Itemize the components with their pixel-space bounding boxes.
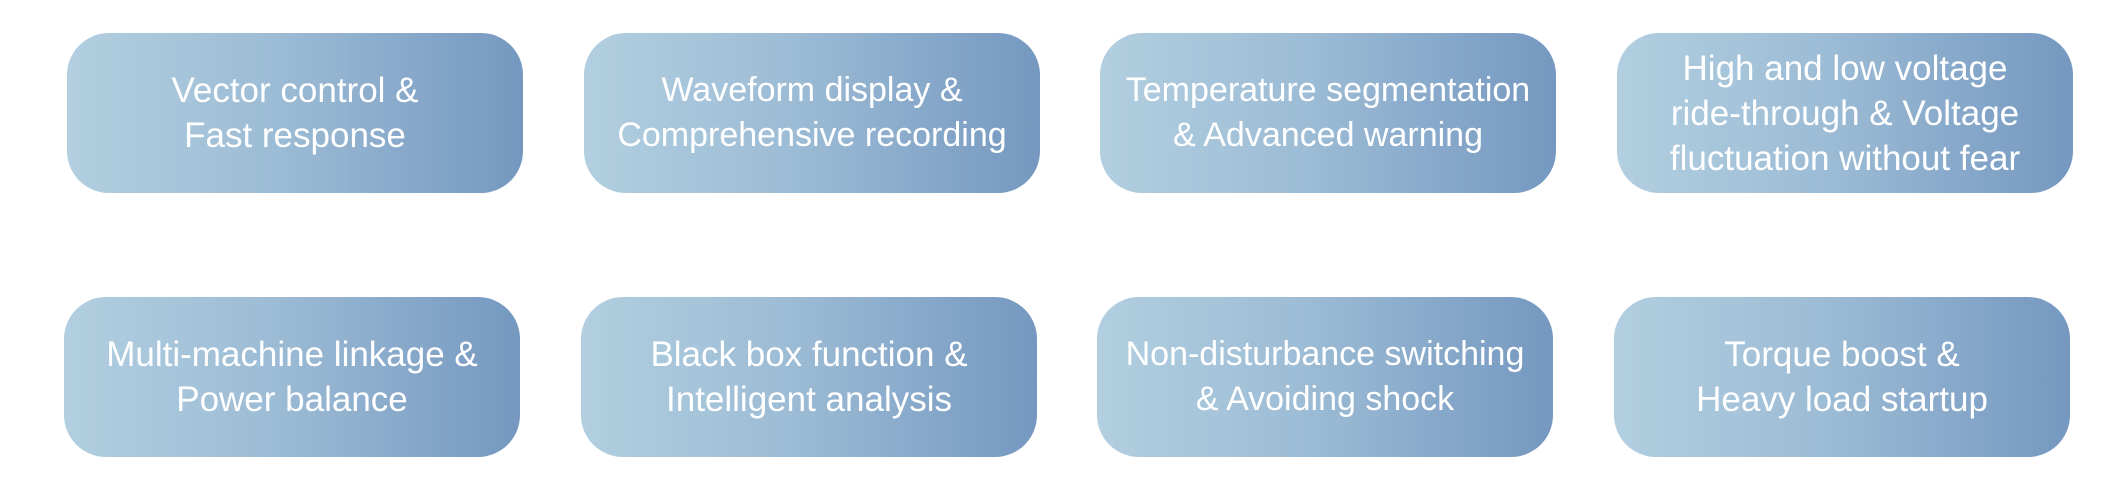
feature-card-temperature-segmentation: Temperature segmentation & Advanced warn… (1100, 33, 1556, 193)
feature-card-label: Temperature segmentation & Advanced warn… (1125, 71, 1531, 154)
feature-card-label: Non-disturbance switching & Avoiding sho… (1125, 335, 1525, 418)
feature-card-label: Multi-machine linkage & Power balance (106, 335, 478, 419)
feature-card-label: Black box function & Intelligent analysi… (650, 335, 968, 419)
feature-card-voltage-ride-through: High and low voltage ride-through & Volt… (1617, 33, 2073, 193)
feature-card-label: Waveform display & Comprehensive recordi… (617, 71, 1007, 154)
feature-card-label: High and low voltage ride-through & Volt… (1669, 48, 2021, 178)
feature-card-non-disturbance-switching: Non-disturbance switching & Avoiding sho… (1097, 297, 1553, 457)
feature-card-torque-boost: Torque boost & Heavy load startup (1614, 297, 2070, 457)
feature-card-multi-machine-linkage: Multi-machine linkage & Power balance (64, 297, 520, 457)
feature-card-waveform-display: Waveform display & Comprehensive recordi… (584, 33, 1040, 193)
feature-card-black-box: Black box function & Intelligent analysi… (581, 297, 1037, 457)
feature-card-label: Torque boost & Heavy load startup (1696, 335, 1988, 419)
feature-card-vector-control: Vector control & Fast response (67, 33, 523, 193)
feature-card-label: Vector control & Fast response (171, 71, 419, 155)
